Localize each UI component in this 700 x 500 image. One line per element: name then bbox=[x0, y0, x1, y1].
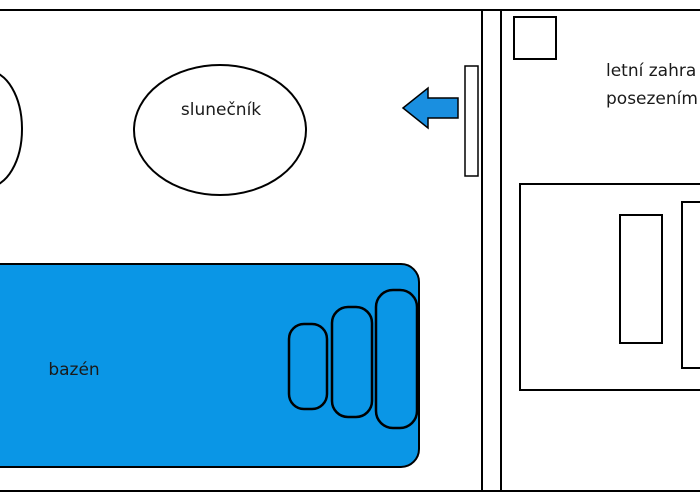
pool-step-2 bbox=[330, 305, 374, 419]
pool-step-3 bbox=[374, 288, 419, 430]
pool-step-1 bbox=[287, 322, 329, 411]
left-edge-ellipse bbox=[0, 73, 23, 185]
umbrella-ellipse bbox=[133, 64, 307, 196]
arrow-left-icon bbox=[401, 86, 459, 130]
bench-left bbox=[619, 214, 663, 344]
bench-right bbox=[681, 201, 700, 369]
garden-label-line1: letní zahra bbox=[606, 61, 696, 81]
seating-table bbox=[519, 183, 700, 391]
garden-label-line2: posezením bbox=[606, 89, 698, 109]
umbrella-label: slunečník bbox=[181, 100, 261, 120]
small-square bbox=[513, 16, 557, 60]
door-opening bbox=[464, 65, 479, 177]
dividing-wall bbox=[481, 9, 502, 492]
pool bbox=[0, 263, 420, 468]
pool-label: bazén bbox=[48, 360, 99, 380]
